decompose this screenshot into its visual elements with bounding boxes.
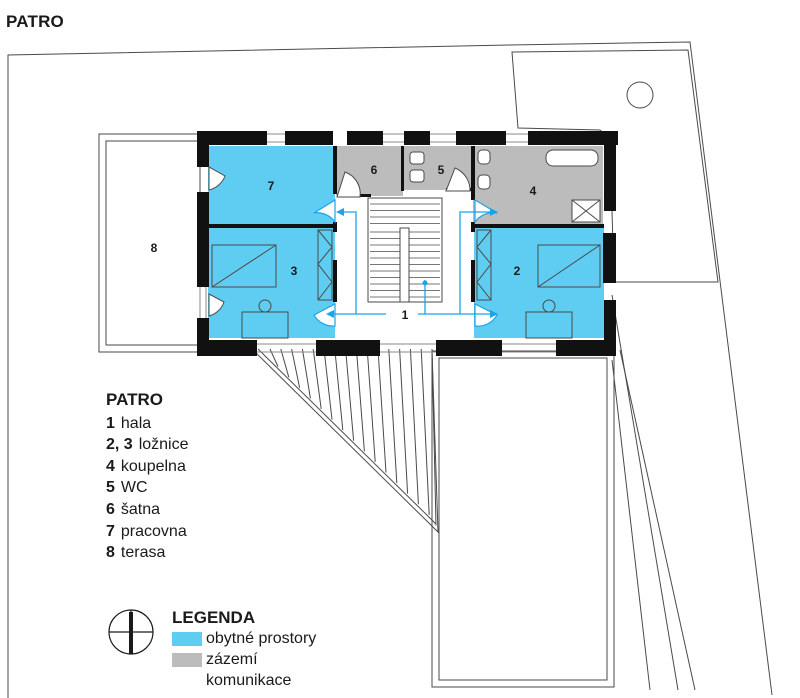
legend-item-service: zázemí bbox=[172, 649, 316, 670]
room-list-label: hala bbox=[120, 414, 152, 432]
room-label-1: 1 bbox=[402, 308, 409, 322]
exterior-stair-tread bbox=[355, 348, 365, 452]
room-list-item: 8 terasa bbox=[106, 542, 189, 564]
room-list-item: 1 hala bbox=[106, 413, 189, 435]
windows bbox=[199, 133, 556, 353]
room-list-item: 7 pracovna bbox=[106, 521, 189, 543]
room-list-label: koupelna bbox=[120, 457, 186, 475]
room-list-label: terasa bbox=[120, 544, 166, 562]
exterior-stair-tread bbox=[291, 348, 301, 388]
room-list-number: 1 bbox=[106, 414, 115, 432]
legend-swatch-service bbox=[172, 652, 202, 667]
room-label-4: 4 bbox=[530, 184, 537, 198]
room-list-label: pracovna bbox=[120, 522, 187, 540]
room-list-number: 7 bbox=[106, 522, 115, 540]
fixtures bbox=[409, 149, 601, 223]
exterior-stair-tread bbox=[420, 348, 430, 515]
lower-deck bbox=[431, 350, 615, 688]
room-label-8: 8 bbox=[151, 241, 158, 255]
room-label-7: 7 bbox=[268, 179, 275, 193]
room-list-number: 5 bbox=[106, 479, 115, 497]
room-labels: 1 2 3 4 5 6 7 8 bbox=[151, 163, 537, 322]
exterior-stair-tread bbox=[388, 348, 398, 484]
page-title: PATRO bbox=[6, 12, 64, 31]
room-label-2: 2 bbox=[514, 264, 521, 278]
terrace-outline bbox=[98, 133, 201, 353]
room-list-label: WC bbox=[120, 479, 148, 497]
room-list-number: 6 bbox=[106, 500, 115, 518]
room-label-6: 6 bbox=[371, 163, 378, 177]
legend-label-living: obytné prostory bbox=[206, 630, 317, 647]
legend-heading: LEGENDA bbox=[172, 608, 256, 627]
legend-item-living: obytné prostory bbox=[172, 628, 316, 649]
hall-doors bbox=[313, 198, 498, 327]
exterior-stair-tread bbox=[312, 348, 322, 410]
exterior-stair-tread bbox=[280, 348, 290, 378]
room-list-item: 2, 3 ložnice bbox=[106, 434, 189, 456]
north-arrow-icon bbox=[108, 609, 154, 655]
external-stair bbox=[251, 348, 439, 534]
room-list-label: ložnice bbox=[138, 436, 189, 454]
legend-swatch-living bbox=[172, 631, 202, 646]
exterior-stair-tread bbox=[431, 348, 437, 526]
room-list-number: 8 bbox=[106, 544, 115, 562]
legend-label-communication: komunikace bbox=[206, 672, 292, 689]
exterior-stair-tread bbox=[323, 348, 333, 420]
exterior-stair-tread bbox=[345, 348, 355, 441]
exterior-stair-tread bbox=[399, 348, 409, 494]
room-list-number: 2, 3 bbox=[106, 436, 133, 454]
beds bbox=[211, 244, 601, 339]
room-label-5: 5 bbox=[438, 163, 445, 177]
exterior-stair-tread bbox=[366, 348, 376, 462]
living-rooms bbox=[208, 146, 604, 338]
room-list-item: 4 koupelna bbox=[106, 456, 189, 478]
walls bbox=[197, 131, 618, 356]
staircase bbox=[367, 197, 443, 303]
room-list-number: 4 bbox=[106, 457, 115, 475]
circulation-paths bbox=[330, 211, 494, 315]
room-label-3: 3 bbox=[291, 264, 298, 278]
room-list-heading: PATRO bbox=[106, 390, 163, 409]
exterior-stair-tread bbox=[377, 348, 387, 473]
circulation-arrowheads bbox=[326, 208, 498, 318]
legend: LEGENDA obytné prostory zázemí komunikac… bbox=[172, 607, 316, 691]
exterior-stair-tread bbox=[334, 348, 344, 431]
exterior-stair-tread bbox=[301, 348, 311, 399]
room-list-label: šatna bbox=[120, 500, 161, 518]
doors bbox=[208, 166, 471, 317]
exterior-stair-tread bbox=[409, 348, 419, 505]
wardrobes bbox=[317, 229, 492, 301]
room-list-item: 6 šatna bbox=[106, 499, 189, 521]
legend-label-service: zázemí bbox=[206, 651, 258, 668]
room-list-item: 5 WC bbox=[106, 477, 189, 499]
